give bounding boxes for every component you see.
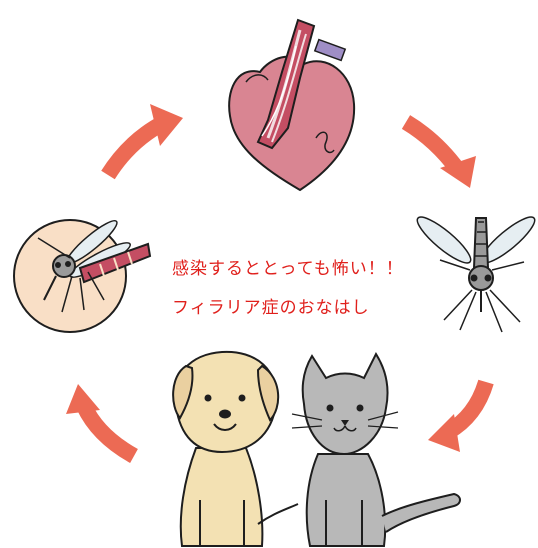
caption-line-2: フィラリア症のおなはし	[172, 298, 370, 318]
heart-with-heartworm-icon	[228, 18, 356, 192]
cycle-arrow-top-left-icon	[101, 104, 183, 180]
cat-icon	[291, 351, 461, 547]
cycle-arrow-bottom-left-icon	[66, 384, 139, 463]
biting-mosquito-icon	[13, 219, 152, 333]
mosquito-icon	[416, 216, 536, 333]
dog-icon	[172, 350, 299, 547]
cycle-arrow-bottom-right-icon	[428, 379, 494, 452]
cycle-arrow-top-right-icon	[401, 115, 476, 188]
caption-line-1: 感染するととっても怖い！！	[172, 259, 404, 279]
